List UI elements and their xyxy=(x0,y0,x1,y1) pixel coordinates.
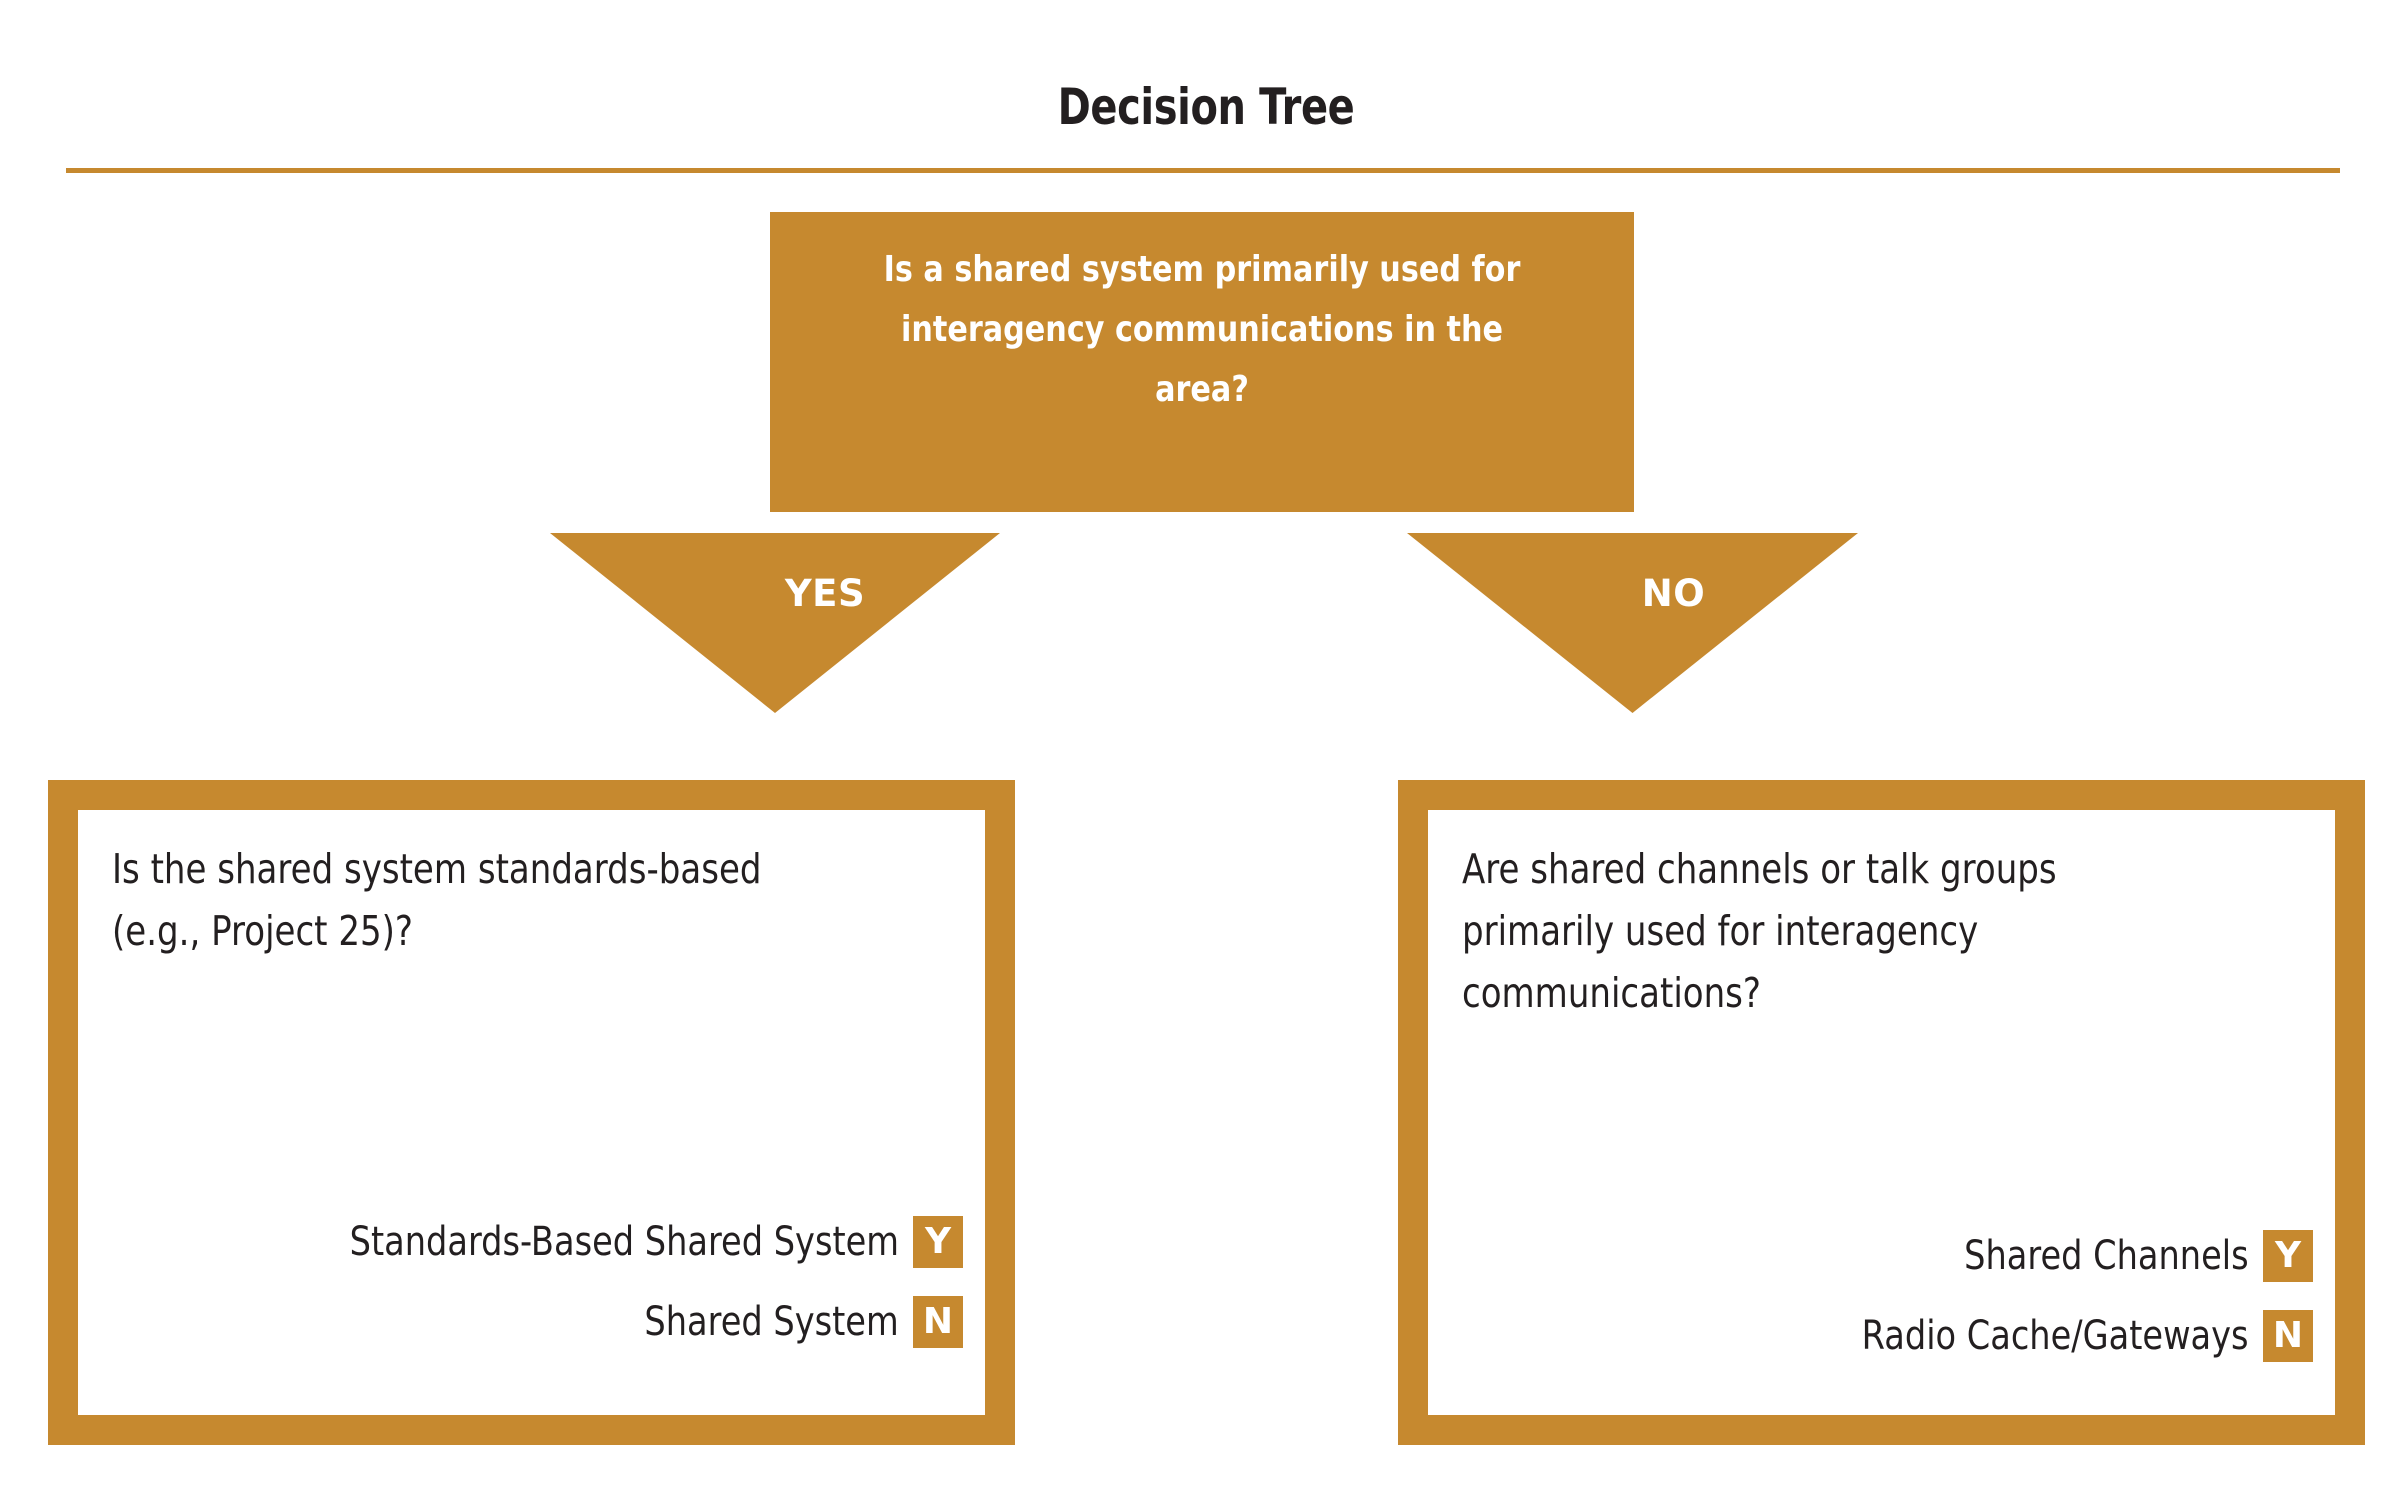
outcome-question-left: Is the shared system standards-based (e.… xyxy=(112,845,762,955)
result-badge-n: N xyxy=(913,1296,963,1348)
down-triangle-icon xyxy=(1407,533,1858,713)
outcome-box-right-inner: Are shared channels or talk groups prima… xyxy=(1428,810,2335,1415)
root-question-box: Is a shared system primarily used for in… xyxy=(770,212,1634,512)
branch-label-no: NO xyxy=(1641,572,1706,615)
result-label: Radio Cache/Gateways xyxy=(1862,1313,2249,1359)
result-label: Standards-Based Shared System xyxy=(349,1219,899,1265)
result-badge-y: Y xyxy=(2263,1230,2313,1282)
branch-label-yes: YES xyxy=(784,572,866,615)
root-question-text: Is a shared system primarily used for in… xyxy=(883,249,1521,410)
outcome-box-left-inner: Is the shared system standards-based (e.… xyxy=(78,810,985,1415)
outcome-box-right: Are shared channels or talk groups prima… xyxy=(1398,780,2365,1445)
result-row: Radio Cache/Gateways N xyxy=(1788,1310,2313,1362)
result-label: Shared System xyxy=(644,1299,899,1345)
outcome-question-right: Are shared channels or talk groups prima… xyxy=(1462,845,2057,1017)
page-title: Decision Tree xyxy=(1057,78,1355,136)
result-badge-n: N xyxy=(2263,1310,2313,1362)
down-triangle-icon xyxy=(550,533,1000,713)
result-label: Shared Channels xyxy=(1964,1233,2249,1279)
result-row: Shared Channels Y xyxy=(1910,1230,2313,1282)
title-divider-rule xyxy=(66,168,2340,173)
outcome-box-left: Is the shared system standards-based (e.… xyxy=(48,780,1015,1445)
branch-arrow-yes: YES xyxy=(550,533,1000,713)
result-row: Standards-Based Shared System Y xyxy=(245,1216,963,1268)
branch-arrow-no: NO xyxy=(1407,533,1858,713)
result-badge-y: Y xyxy=(913,1216,963,1268)
result-row: Shared System N xyxy=(596,1296,963,1348)
